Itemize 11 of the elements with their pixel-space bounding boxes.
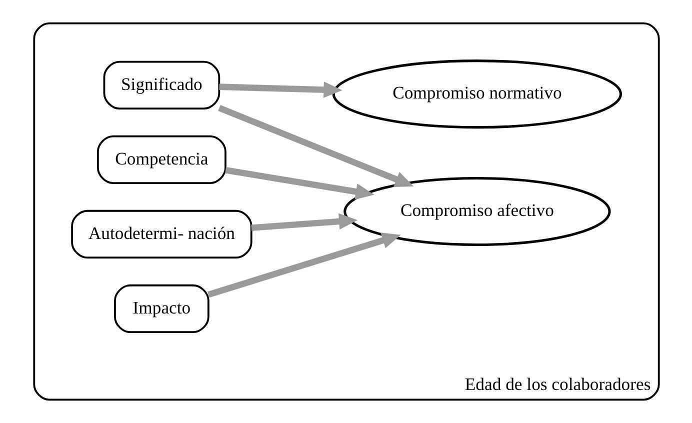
node-box: Significado (102, 60, 220, 110)
arrow (218, 82, 342, 98)
node-ellipse: Compromiso normativo (332, 60, 622, 129)
node-box: Competencia (96, 135, 226, 184)
arrow (224, 166, 374, 200)
node-ellipse: Compromiso afectivo (343, 176, 610, 246)
node-box: Impacto (114, 284, 209, 334)
arrow (207, 232, 400, 298)
arrow (250, 213, 358, 231)
node-box: Autodetermi- nación (70, 210, 252, 259)
arrow (218, 105, 414, 187)
